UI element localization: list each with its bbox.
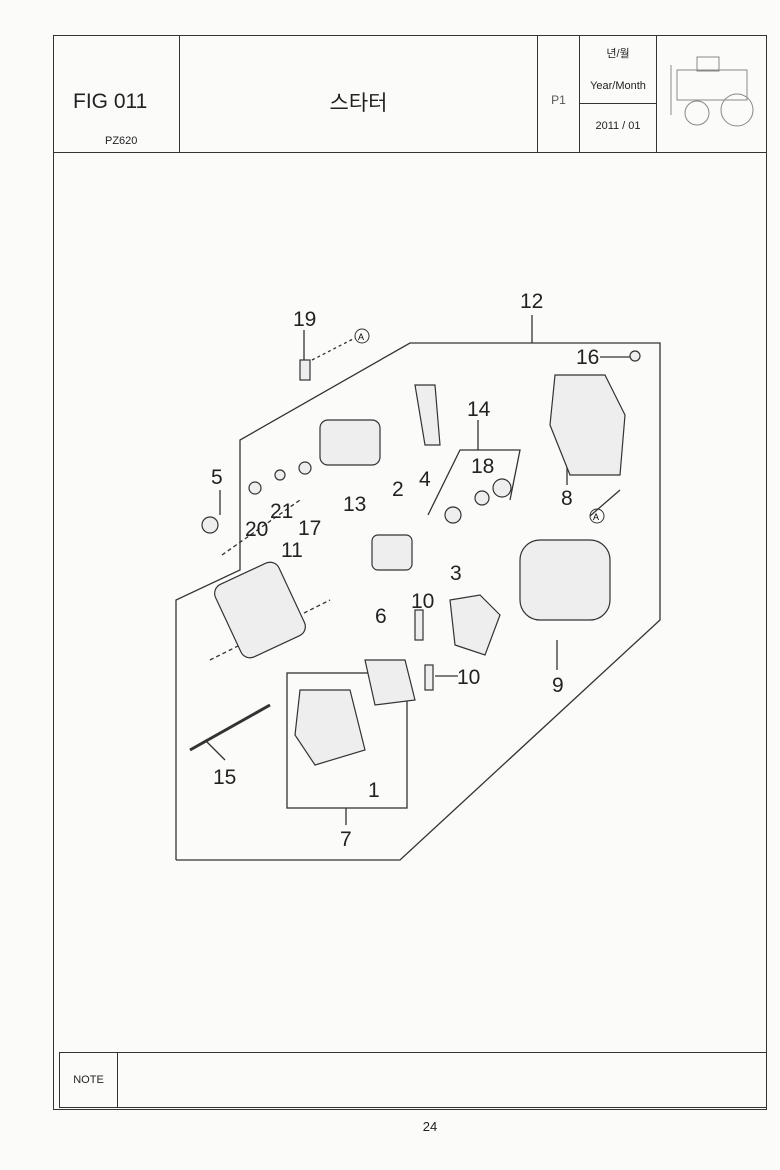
spring-10 — [414, 609, 424, 641]
callout: 5 — [211, 466, 223, 489]
callout: 13 — [343, 493, 366, 516]
page-code-cell: P1 — [538, 35, 580, 152]
year-month-label: Year/Month — [590, 80, 646, 92]
callout: 10 — [411, 590, 434, 613]
callout: 8 — [561, 487, 573, 510]
callout: 14 — [467, 398, 491, 421]
header: FIG 011 PZ620 스타터 P1 년/월 Year/Month 2011… — [53, 35, 767, 153]
washer — [444, 506, 462, 524]
bolt-19 — [299, 359, 311, 381]
date-cell: 년/월 Year/Month 2011 / 01 — [580, 35, 657, 152]
housing-8 — [549, 374, 626, 476]
part-drawings — [189, 350, 641, 766]
callout: 2 — [392, 478, 404, 501]
note-label: NOTE — [60, 1053, 118, 1107]
brush-holder-3 — [449, 594, 501, 656]
callout: 3 — [450, 562, 462, 585]
callout: 11 — [281, 539, 303, 562]
callout: 16 — [576, 346, 599, 369]
pinion-2 — [371, 534, 413, 571]
model-code: PZ620 — [105, 135, 138, 147]
machine-thumbnail — [657, 35, 767, 152]
group-bracket-7 — [286, 672, 408, 809]
callout: 7 — [340, 828, 352, 851]
title-cell: 스타터 — [180, 35, 538, 152]
end-cover-7 — [294, 689, 366, 766]
assembly-outline — [175, 342, 661, 861]
fig-cell: FIG 011 PZ620 — [53, 35, 180, 152]
callout: 17 — [298, 517, 321, 540]
lever-4 — [414, 384, 441, 446]
callout: 15 — [213, 766, 236, 789]
group-bracket-14 — [427, 449, 521, 516]
fig-number: FIG 011 — [73, 90, 148, 113]
page-number: 24 — [422, 1119, 438, 1134]
callout: 12 — [520, 290, 543, 313]
page-frame — [53, 35, 767, 1110]
note-box: NOTE — [59, 1052, 767, 1108]
date-value: 2011 / 01 — [595, 120, 641, 132]
ref-markers: A A — [354, 328, 605, 524]
year-month-korean: 년/월 — [606, 48, 630, 60]
plate-6 — [364, 659, 416, 706]
callout: 6 — [375, 605, 387, 628]
callouts: 19 12 16 14 18 5 13 4 2 8 20 21 17 11 3 … — [211, 290, 599, 851]
page-title: 스타터 — [329, 92, 388, 115]
callout: 9 — [552, 674, 564, 697]
yoke-9 — [519, 539, 611, 621]
armature-11 — [214, 561, 306, 659]
solenoid-13 — [319, 419, 381, 466]
callout: 10 — [457, 666, 480, 689]
exploded-parts-diagram: A A 19 12 16 14 18 5 13 4 2 8 20 21 17 1… — [175, 290, 661, 861]
page-code: P1 — [551, 93, 566, 107]
callout: 4 — [419, 468, 431, 491]
callout: 21 — [270, 500, 293, 523]
ref-marker-a: A — [593, 512, 599, 522]
callout: 19 — [293, 308, 316, 331]
callout: 18 — [471, 455, 494, 478]
callout: 20 — [245, 518, 268, 541]
callout: 1 — [368, 779, 380, 802]
ref-marker-a: A — [358, 332, 364, 342]
